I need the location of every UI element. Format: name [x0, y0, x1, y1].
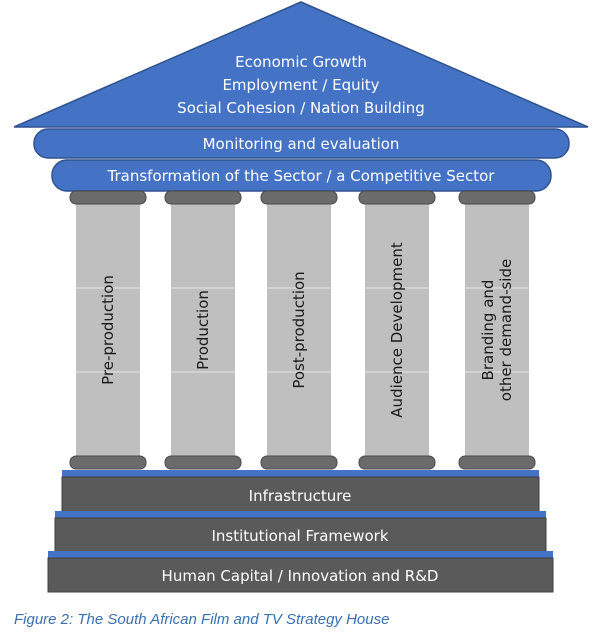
foundation-top-edge [62, 470, 539, 478]
pillar-base [260, 455, 338, 470]
pillar-capital [69, 190, 147, 205]
roof-line-3: Social Cohesion / Nation Building [177, 99, 425, 117]
pillar-capital [458, 190, 536, 205]
monitoring-band [33, 128, 570, 159]
pillars: Pre-production Production Post-production A… [69, 190, 536, 470]
roof-line-1: Economic Growth [235, 53, 367, 71]
foundation-mid-edge [55, 511, 546, 519]
pillar-base [358, 455, 436, 470]
infrastructure-label: Infrastructure [249, 487, 352, 505]
foundation-bottom-edge [48, 551, 553, 559]
pillar-shaft [465, 203, 529, 458]
pillar-shaft [267, 203, 331, 458]
pillar-label-line-1: Branding and [479, 280, 497, 381]
pillar-label-line-2: other demand-side [497, 259, 515, 401]
pillar-base [458, 455, 536, 470]
pillar: Audience Development [358, 190, 436, 470]
pillar-shaft [171, 203, 235, 458]
pillar: Post-production [260, 190, 338, 470]
pillar-shaft [365, 203, 429, 458]
pillar-label: Pre-production [99, 275, 117, 385]
pillar-label: Branding andother demand-side [479, 259, 515, 401]
institutional-label: Institutional Framework [211, 527, 388, 545]
pillar-capital [164, 190, 242, 205]
infrastructure-step [61, 476, 540, 513]
pillar-label: Post-production [290, 271, 308, 388]
transformation-label: Transformation of the Sector / a Competi… [107, 167, 496, 185]
figure-caption: Figure 2: The South African Film and TV … [14, 611, 390, 628]
human-capital-step [47, 557, 554, 593]
pillar-capital [260, 190, 338, 205]
human-capital-label: Human Capital / Innovation and R&D [162, 567, 439, 585]
pillar: Branding andother demand-side [458, 190, 536, 470]
pillar-label: Production [194, 290, 212, 370]
monitoring-label: Monitoring and evaluation [203, 135, 400, 153]
pillar-shaft [76, 203, 140, 458]
pillar-base [69, 455, 147, 470]
pillar-label: Audience Development [388, 242, 406, 418]
pillar: Pre-production [69, 190, 147, 470]
pillar: Production [164, 190, 242, 470]
institutional-step [54, 517, 547, 553]
roof [13, 1, 589, 128]
pillar-base [164, 455, 242, 470]
pillar-capital [358, 190, 436, 205]
roof-line-2: Employment / Equity [222, 76, 379, 94]
